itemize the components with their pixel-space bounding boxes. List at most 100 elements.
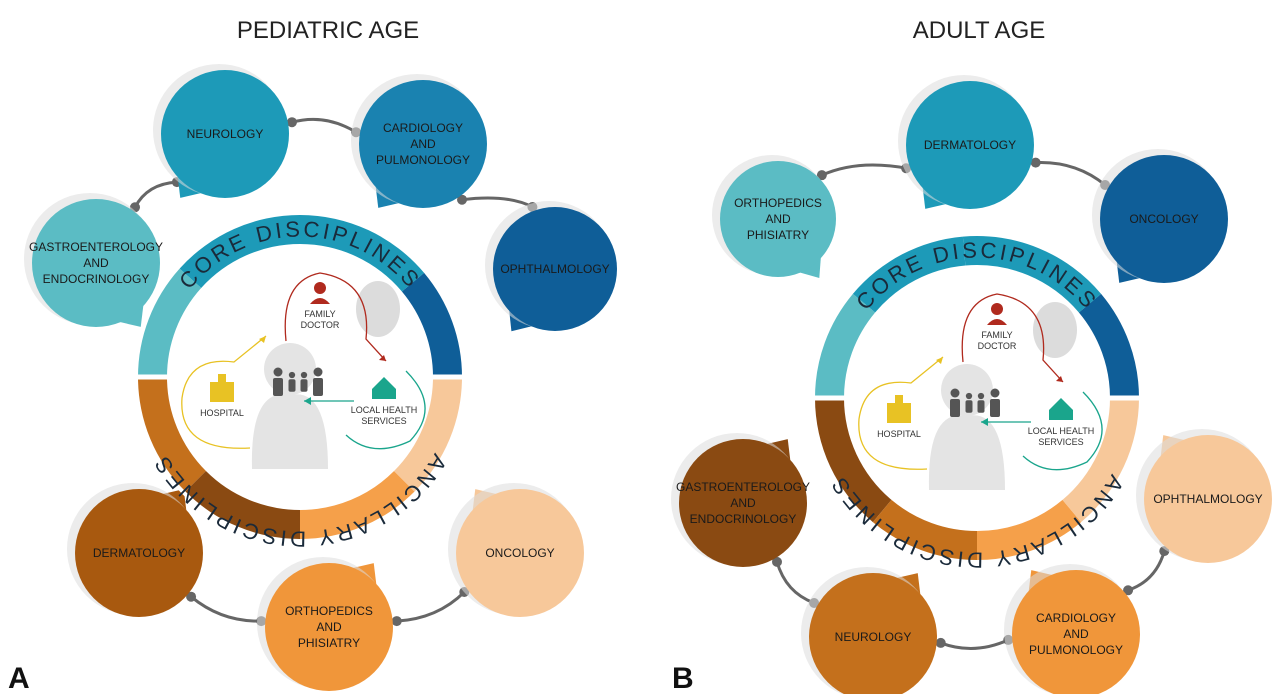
- doctor-icon: [991, 303, 1003, 315]
- connector-dot: [816, 170, 827, 181]
- bubble-circle: [1012, 570, 1140, 694]
- ancillary-ring-segment: [815, 398, 892, 523]
- bubble-circle: [906, 81, 1034, 209]
- arrowhead: [936, 357, 943, 364]
- family-doctor-label: FAMILY: [304, 309, 335, 319]
- core-ring-segment: [179, 215, 300, 289]
- core-ring-segment: [962, 236, 1102, 313]
- family-member-head: [313, 367, 323, 377]
- connector-dot: [186, 591, 197, 602]
- balloon-icon: [356, 281, 400, 337]
- bubble-label-line: DERMATOLOGY: [924, 138, 1016, 152]
- family-member-body: [990, 399, 1000, 417]
- core-ring-segment: [852, 236, 966, 313]
- family-doctor-label: DOCTOR: [301, 320, 340, 330]
- hospital-icon-top: [218, 374, 226, 382]
- hospital-icon: [210, 382, 234, 402]
- connector-dot: [286, 117, 297, 128]
- bubble-label-line: PULMONOLOGY: [1029, 643, 1123, 657]
- balloon-icon: [1033, 302, 1077, 358]
- bubble-label-line: ORTHOPEDICS: [285, 604, 373, 618]
- family-member-body: [313, 378, 323, 396]
- ancillary-ring-segment: [300, 471, 415, 539]
- ancillary-ring-segment: [394, 377, 462, 492]
- ancillary-ring-segment: [1062, 398, 1139, 523]
- local-health-label: SERVICES: [1038, 437, 1083, 447]
- ancillary-ring-segment: [185, 471, 300, 539]
- core-ring-segment: [138, 268, 202, 377]
- arrowhead: [1056, 376, 1063, 382]
- local-health-label: SERVICES: [361, 416, 406, 426]
- connector-dot: [935, 637, 946, 648]
- family-member-head: [950, 388, 960, 398]
- bubble-neurology: NEUROLOGY: [801, 567, 937, 694]
- connector-line: [775, 561, 815, 605]
- hospital-icon: [887, 403, 911, 423]
- bubble-ophthalmology: OPHTHALMOLOGY: [1136, 429, 1272, 563]
- connector-line: [190, 595, 262, 623]
- hospital-icon-top: [895, 395, 903, 403]
- bubble-label-line: PHISIATRY: [298, 636, 360, 650]
- core-ring-segment: [815, 293, 876, 398]
- bubble-circle: [359, 80, 487, 208]
- connector-dot: [391, 616, 402, 627]
- bubble-circle: [161, 70, 289, 198]
- core-ring-segment: [300, 215, 425, 292]
- family-member-body: [288, 379, 296, 392]
- bubble-cardiology-pulmonology: CARDIOLOGY AND PULMONOLOGY: [1004, 564, 1140, 694]
- ancillary-ring-segment: [872, 499, 977, 560]
- core-ring-segment: [401, 272, 463, 377]
- bubble-label-line: ONCOLOGY: [485, 546, 554, 560]
- ancillary-ring-segment: [977, 499, 1082, 560]
- family-doctor-label: DOCTOR: [978, 341, 1017, 351]
- panel-letter: B: [672, 662, 694, 694]
- arrowhead: [981, 418, 988, 426]
- ancillary-ring-segment: [138, 377, 206, 492]
- bubble-label-line: AND: [1063, 627, 1089, 641]
- doctor-icon-body: [987, 319, 1007, 325]
- bubble-label-line: PHISIATRY: [747, 228, 809, 242]
- bubble-circle: [1100, 155, 1228, 283]
- house-icon: [1049, 398, 1073, 420]
- bubble-oncology: ONCOLOGY: [1092, 149, 1228, 283]
- bubble-label-line: OPHTHALMOLOGY: [1153, 492, 1262, 506]
- bubble-label-line: ENDOCRINOLOGY: [43, 272, 150, 286]
- bubble-circle: [1144, 435, 1272, 563]
- bubble-label-line: GASTROENTEROLOGY: [676, 480, 810, 494]
- bubble-label-line: ORTHOPEDICS: [734, 196, 822, 210]
- family-member-body: [300, 379, 308, 392]
- family-member-body: [950, 399, 960, 417]
- hospital-flow-arrow: [858, 356, 944, 470]
- bubble-neurology: NEUROLOGY: [153, 64, 289, 198]
- bubble-circle: [493, 207, 617, 331]
- family-member-head: [300, 371, 308, 379]
- bubble-ophthalmology: OPHTHALMOLOGY: [485, 201, 617, 332]
- family-member-head: [990, 388, 1000, 398]
- family-member-head: [977, 392, 985, 400]
- connector-line: [461, 196, 534, 209]
- arrowhead: [259, 336, 266, 343]
- bubble-circle: [720, 161, 836, 277]
- connector-line: [940, 638, 1009, 651]
- local-health-label: LOCAL HEALTH: [1028, 426, 1095, 436]
- silhouette-body: [928, 415, 1005, 490]
- connector-dot: [1030, 157, 1041, 168]
- doctor-icon-body: [310, 298, 330, 304]
- family-member-body: [965, 400, 973, 413]
- arrowhead: [379, 355, 386, 361]
- family-member-body: [273, 378, 283, 396]
- bubble-oncology: ONCOLOGY: [448, 483, 584, 617]
- bubble-label-line: DERMATOLOGY: [93, 546, 185, 560]
- silhouette-body: [251, 394, 328, 469]
- bubble-label-line: CARDIOLOGY: [1036, 611, 1116, 625]
- bubble-label-line: AND: [83, 256, 109, 270]
- house-icon: [372, 377, 396, 399]
- bubble-label-line: PULMONOLOGY: [376, 153, 470, 167]
